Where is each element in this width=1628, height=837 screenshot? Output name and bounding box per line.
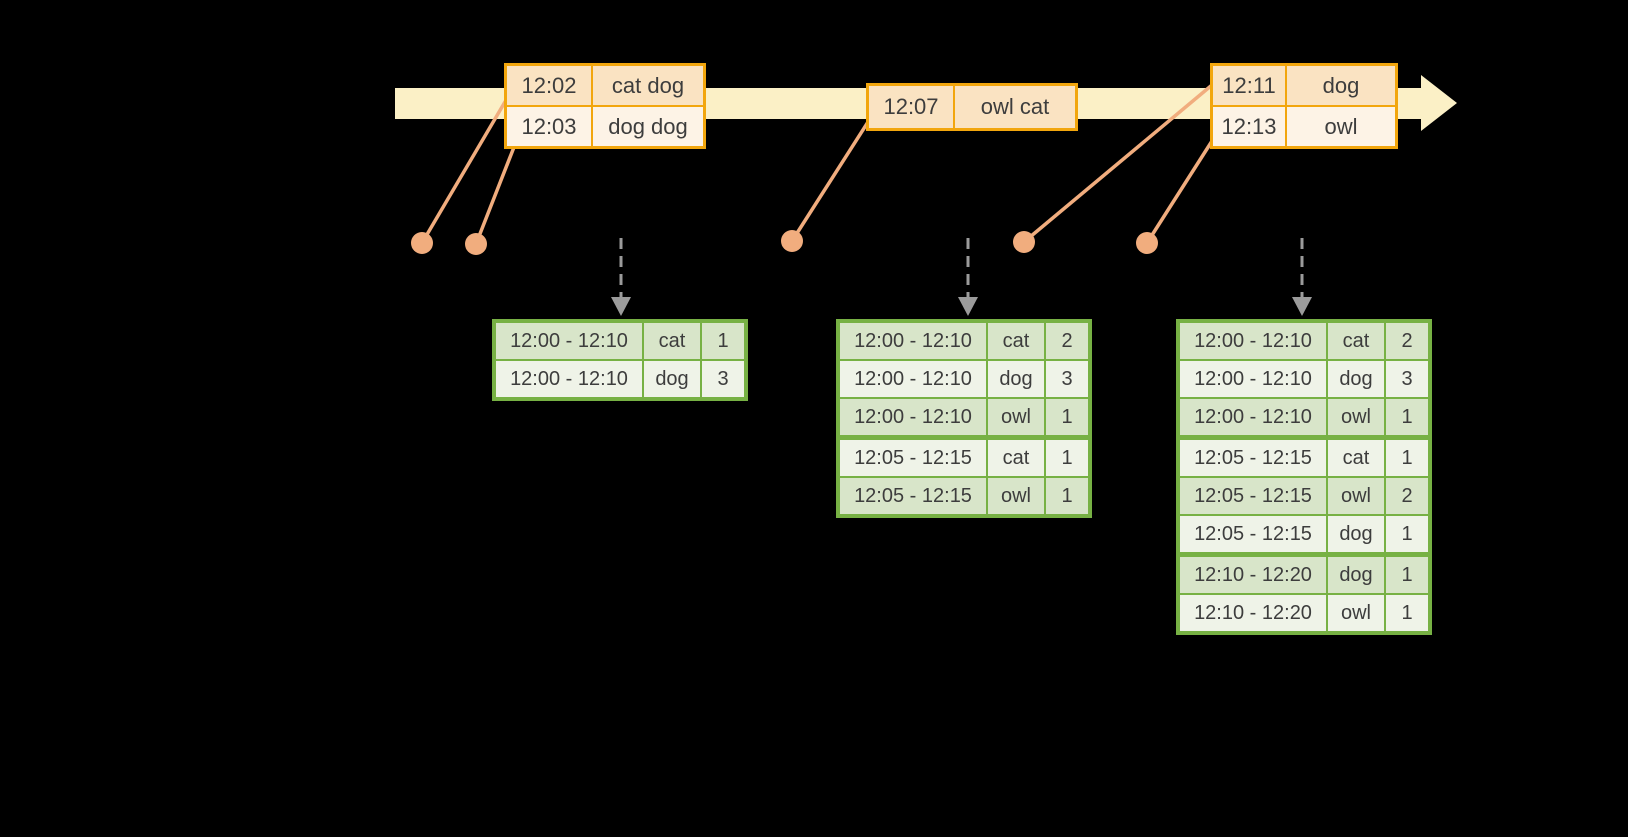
word-cell: dog: [1328, 516, 1384, 552]
count-cell: 3: [1046, 361, 1088, 397]
result-row: 12:00 - 12:10 owl 1: [840, 399, 1088, 435]
window-cell: 12:10 - 12:20: [1180, 557, 1326, 593]
connector-line-1203: [474, 141, 518, 245]
count-cell: 1: [702, 323, 744, 359]
event-table-3: 12:11 dog 12:13 owl: [1210, 63, 1398, 149]
event-dot-1203: [465, 233, 487, 255]
word-cell: dog: [1328, 557, 1384, 593]
result-row: 12:00 - 12:10 cat 2: [840, 323, 1088, 359]
count-cell: 1: [1046, 399, 1088, 435]
word-cell: cat: [644, 323, 700, 359]
connector-line-1202: [420, 89, 514, 244]
event-time-cell: 12:07: [869, 86, 953, 128]
window-cell: 12:10 - 12:20: [1180, 595, 1326, 631]
result-row: 12:05 - 12:15 owl 2: [1180, 478, 1428, 514]
result-row: 12:10 - 12:20 dog 1: [1180, 557, 1428, 593]
count-cell: 3: [1386, 361, 1428, 397]
count-cell: 2: [1386, 478, 1428, 514]
trigger-arrowheads: [611, 297, 1312, 316]
result-row: 12:05 - 12:15 cat 1: [840, 440, 1088, 476]
result-row: 12:00 - 12:10 dog 3: [840, 361, 1088, 397]
window-cell: 12:00 - 12:10: [1180, 399, 1326, 435]
event-dots: [411, 230, 1158, 255]
event-connector-lines: [420, 83, 1214, 245]
count-cell: 1: [1046, 440, 1088, 476]
event-row: 12:02 cat dog: [507, 66, 703, 105]
event-row: 12:03 dog dog: [507, 107, 703, 146]
word-cell: cat: [1328, 440, 1384, 476]
event-table-2: 12:07 owl cat: [866, 83, 1078, 131]
event-words-cell: dog: [1287, 66, 1395, 105]
word-cell: dog: [988, 361, 1044, 397]
window-cell: 12:05 - 12:15: [1180, 478, 1326, 514]
result-row: 12:05 - 12:15 owl 1: [840, 478, 1088, 514]
event-words-cell: cat dog: [593, 66, 703, 105]
count-cell: 1: [1386, 399, 1428, 435]
down-arrow-icon-2: [958, 297, 978, 316]
event-words-cell: owl cat: [955, 86, 1075, 128]
window-cell: 12:00 - 12:10: [840, 361, 986, 397]
window-cell: 12:00 - 12:10: [496, 361, 642, 397]
window-cell: 12:00 - 12:10: [840, 323, 986, 359]
result-row: 12:05 - 12:15 cat 1: [1180, 440, 1428, 476]
word-cell: dog: [1328, 361, 1384, 397]
result-row: 12:00 - 12:10 dog 3: [496, 361, 744, 397]
window-cell: 12:05 - 12:15: [1180, 516, 1326, 552]
window-cell: 12:00 - 12:10: [840, 399, 986, 435]
count-cell: 3: [702, 361, 744, 397]
event-row: 12:13 owl: [1213, 107, 1395, 146]
count-cell: 2: [1046, 323, 1088, 359]
connector-line-1207: [790, 121, 870, 242]
word-cell: dog: [644, 361, 700, 397]
result-table-3: 12:00 - 12:10 cat 2 12:00 - 12:10 dog 3 …: [1176, 319, 1432, 635]
event-dot-1202: [411, 232, 433, 254]
word-cell: owl: [988, 399, 1044, 435]
result-row: 12:00 - 12:10 owl 1: [1180, 399, 1428, 435]
event-time-cell: 12:02: [507, 66, 591, 105]
word-cell: owl: [988, 478, 1044, 514]
event-time-cell: 12:13: [1213, 107, 1285, 146]
event-dot-1213: [1136, 232, 1158, 254]
down-arrow-icon-1: [611, 297, 631, 316]
connector-line-1213: [1145, 140, 1214, 244]
count-cell: 1: [1386, 440, 1428, 476]
result-row: 12:10 - 12:20 owl 1: [1180, 595, 1428, 631]
window-cell: 12:05 - 12:15: [840, 440, 986, 476]
count-cell: 1: [1386, 516, 1428, 552]
result-row: 12:05 - 12:15 dog 1: [1180, 516, 1428, 552]
event-table-1: 12:02 cat dog 12:03 dog dog: [504, 63, 706, 149]
event-time-cell: 12:03: [507, 107, 591, 146]
down-arrow-icon-3: [1292, 297, 1312, 316]
count-cell: 1: [1046, 478, 1088, 514]
count-cell: 1: [1386, 595, 1428, 631]
event-words-cell: owl: [1287, 107, 1395, 146]
event-words-cell: dog dog: [593, 107, 703, 146]
word-cell: owl: [1328, 595, 1384, 631]
word-cell: owl: [1328, 478, 1384, 514]
connector-line-1211: [1022, 83, 1214, 244]
result-table-2: 12:00 - 12:10 cat 2 12:00 - 12:10 dog 3 …: [836, 319, 1092, 518]
timeline-right-arrow-icon: [1421, 75, 1457, 131]
word-cell: cat: [988, 440, 1044, 476]
result-row: 12:00 - 12:10 dog 3: [1180, 361, 1428, 397]
event-row: 12:07 owl cat: [869, 86, 1075, 128]
word-cell: cat: [988, 323, 1044, 359]
window-cell: 12:05 - 12:15: [840, 478, 986, 514]
window-cell: 12:05 - 12:15: [1180, 440, 1326, 476]
event-row: 12:11 dog: [1213, 66, 1395, 105]
word-cell: cat: [1328, 323, 1384, 359]
result-row: 12:00 - 12:10 cat 2: [1180, 323, 1428, 359]
result-row: 12:00 - 12:10 cat 1: [496, 323, 744, 359]
window-cell: 12:00 - 12:10: [496, 323, 642, 359]
word-cell: owl: [1328, 399, 1384, 435]
result-table-1: 12:00 - 12:10 cat 1 12:00 - 12:10 dog 3: [492, 319, 748, 401]
window-cell: 12:00 - 12:10: [1180, 361, 1326, 397]
window-cell: 12:00 - 12:10: [1180, 323, 1326, 359]
count-cell: 2: [1386, 323, 1428, 359]
event-dot-1211: [1013, 231, 1035, 253]
trigger-arrow-lines: [619, 238, 1304, 299]
count-cell: 1: [1386, 557, 1428, 593]
event-dot-1207: [781, 230, 803, 252]
event-time-cell: 12:11: [1213, 66, 1285, 105]
